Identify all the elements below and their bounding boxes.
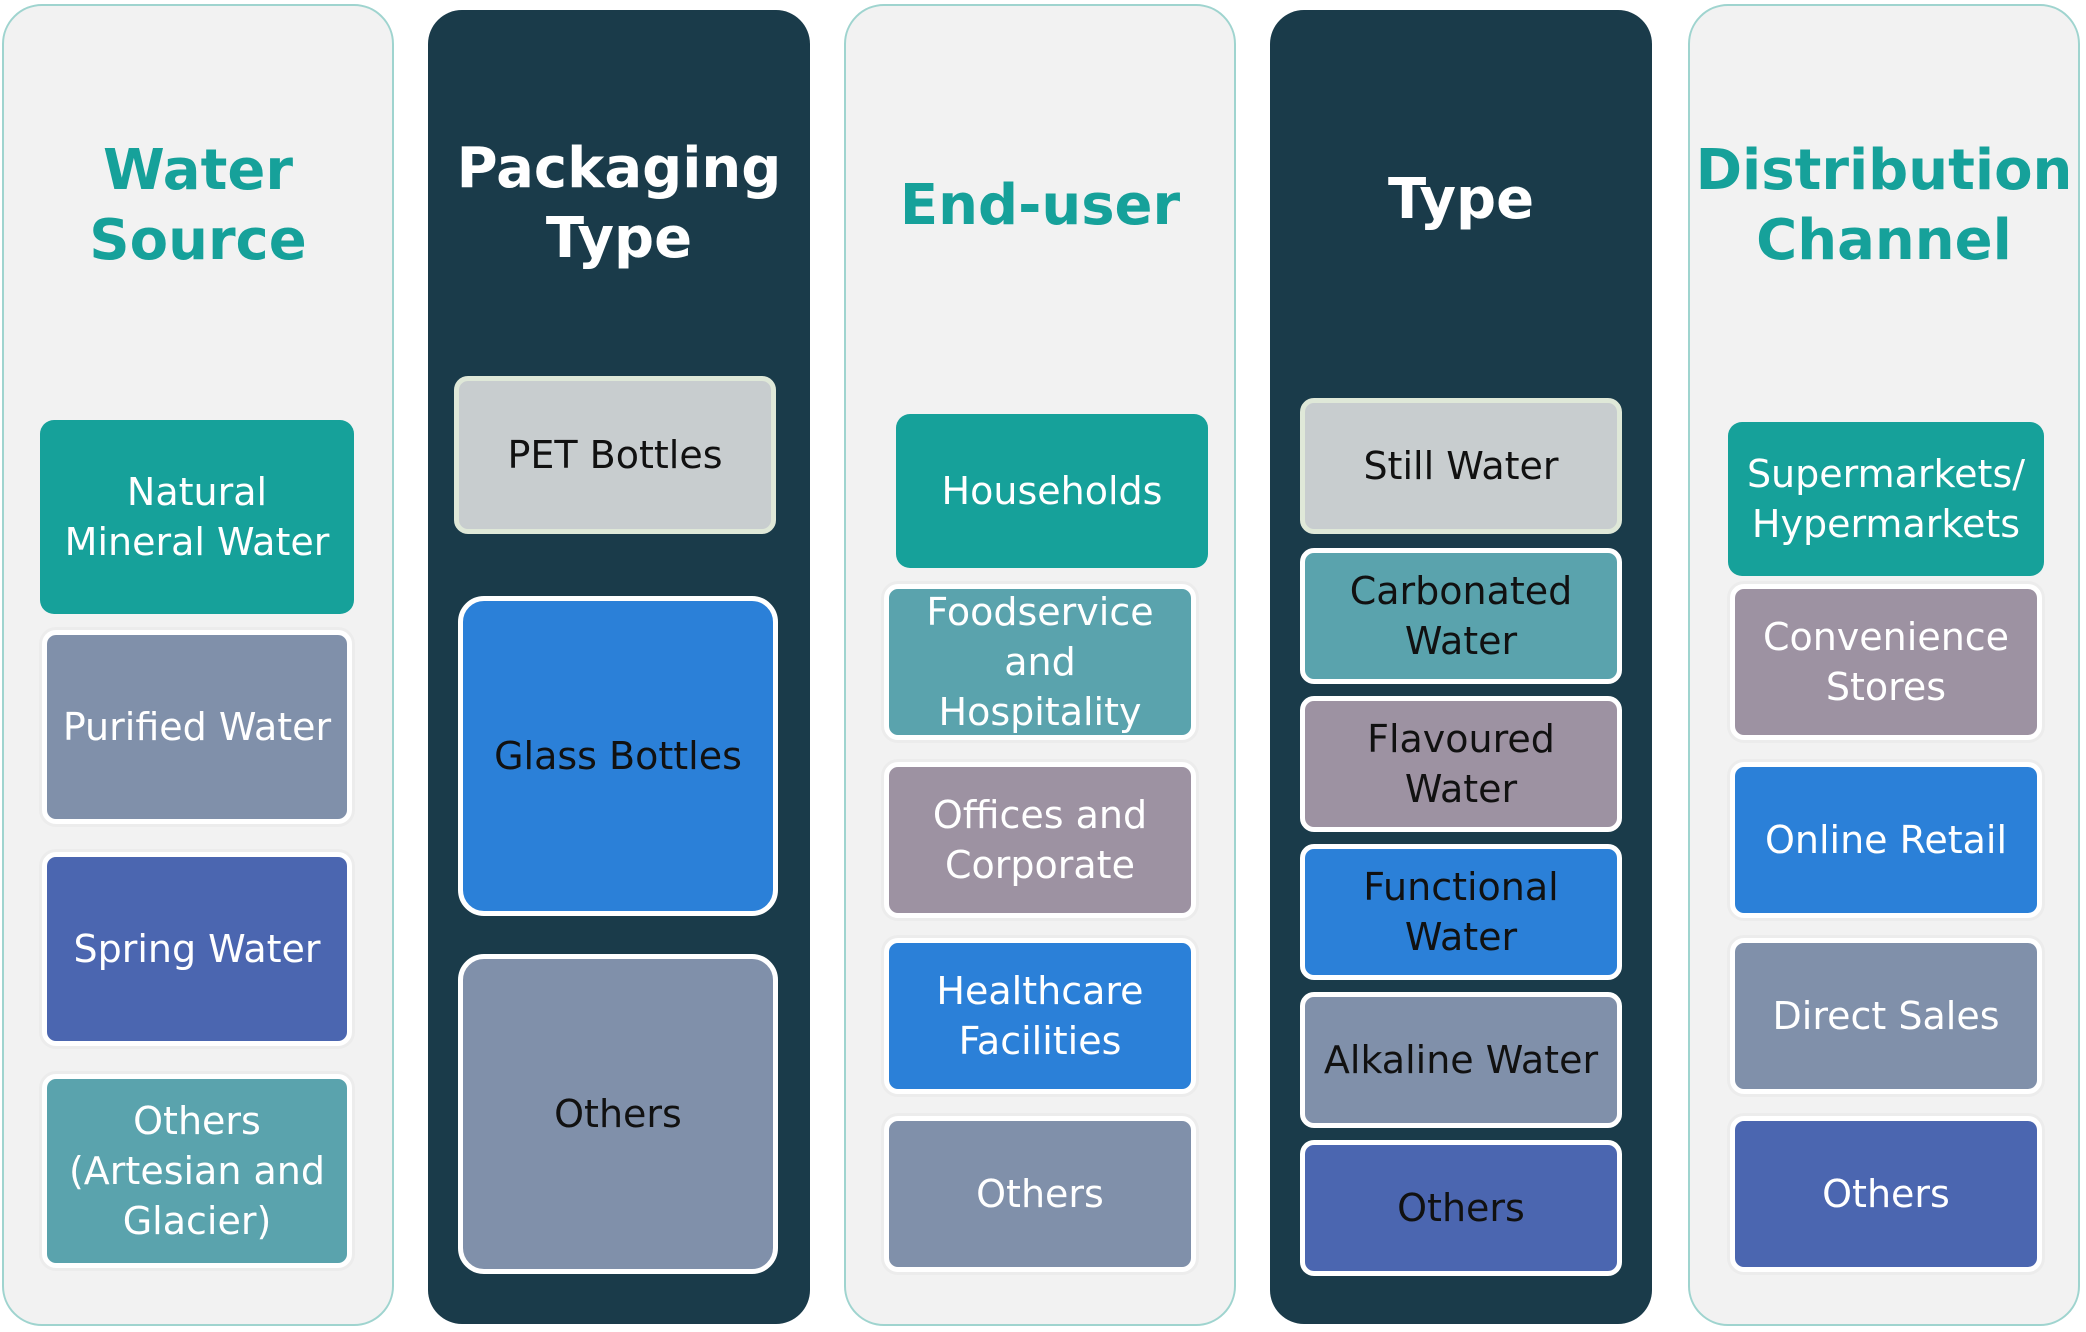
segment-others-type: Others — [1300, 1140, 1622, 1276]
column-heading: Type — [1387, 167, 1535, 232]
segment-still-water: Still Water — [1300, 398, 1622, 534]
segment-pet-bottles: PET Bottles — [454, 376, 776, 534]
segment-online-retail: Online Retail — [1730, 762, 2042, 918]
segment-alkaline-water: Alkaline Water — [1300, 992, 1622, 1128]
segment-households: Households — [896, 414, 1208, 568]
segment-others-distribution: Others — [1730, 1116, 2042, 1272]
segment-purified-water: Purified Water — [42, 630, 352, 824]
segment-direct-sales: Direct Sales — [1730, 938, 2042, 1094]
segment-glass-bottles: Glass Bottles — [458, 596, 778, 916]
segment-spring-water: Spring Water — [42, 852, 352, 1046]
segment-supermarkets-hypermarkets: Supermarkets/Hypermarkets — [1728, 422, 2044, 576]
segment-others-packaging: Others — [458, 954, 778, 1274]
column-heading: End-user — [899, 173, 1181, 238]
segment-others-end-user: Others — [884, 1116, 1196, 1272]
